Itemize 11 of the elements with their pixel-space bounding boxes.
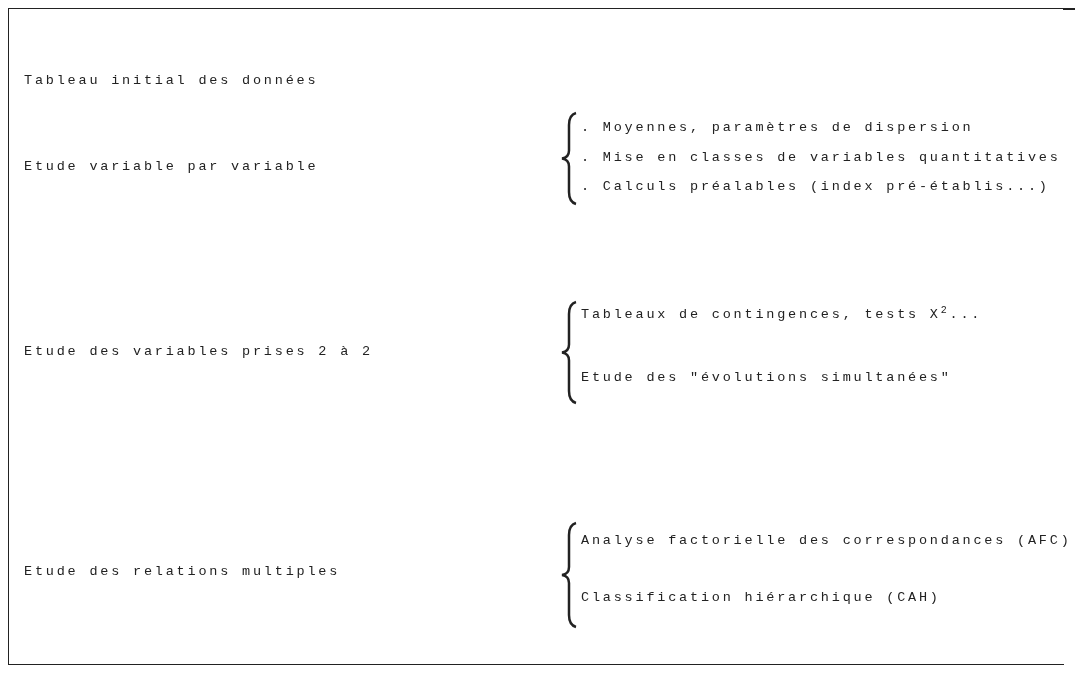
text-label: Etude variable par variable [24,159,319,175]
text-label: Tableaux de contingences, tests X$^{2}$... [581,307,983,323]
text-label: Etude des relations multiples [24,564,341,580]
text-label: Analyse factorielle des correspondances (AFC) [581,533,1072,549]
text-label: Etude des "évolutions simultanées" [581,370,952,386]
text-label: . Mise en classes de variables quantitatives [581,150,1061,166]
text-label: . Calculs préalables (index pré-établis...) [581,179,1050,195]
text-label: Etude des variables prises 2 à 2 [24,344,373,360]
text-label: Classification hiérarchique (CAH) [581,590,941,606]
text-label: Tableau initial des données [24,73,319,89]
text-label: . Moyennes, paramètres de dispersion [581,120,974,136]
